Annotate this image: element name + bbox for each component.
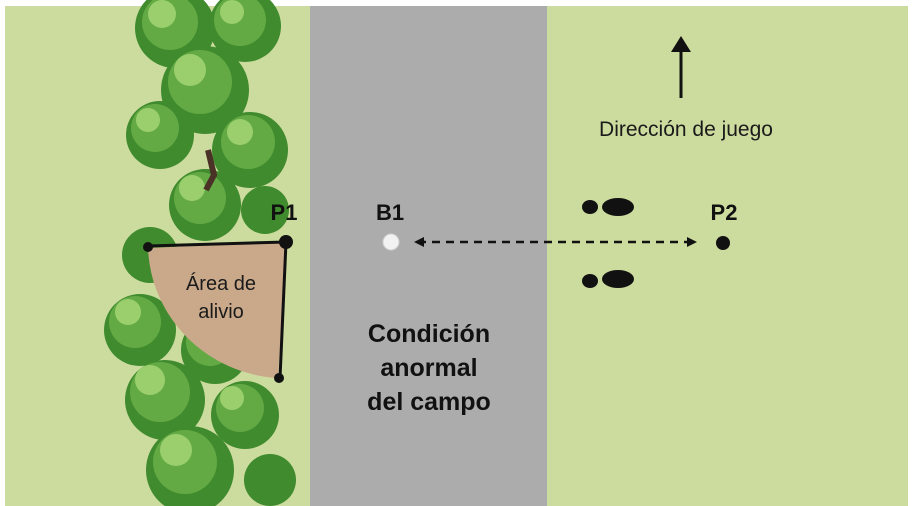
b1-label: B1 bbox=[376, 200, 404, 225]
relief-area-edge-top bbox=[147, 240, 287, 248]
condition-label-line2: anormal bbox=[380, 354, 477, 382]
p1-point bbox=[279, 235, 293, 249]
abnormal-condition-area bbox=[310, 6, 547, 506]
relief-area-edge-side bbox=[278, 241, 288, 379]
condition-label-line3: del campo bbox=[367, 388, 491, 416]
direction-label: Dirección de juego bbox=[599, 118, 773, 141]
golf-ball-icon bbox=[382, 233, 400, 251]
p1-label: P1 bbox=[271, 200, 298, 225]
relief-area-label-line1: Área de bbox=[186, 272, 256, 295]
condition-label-line1: Condición bbox=[368, 320, 490, 348]
relief-area-corner-left bbox=[143, 242, 153, 252]
relief-area-corner-bottom bbox=[274, 373, 284, 383]
grass-right bbox=[547, 6, 908, 506]
arrow-up-icon bbox=[671, 36, 691, 98]
p2-label: P2 bbox=[711, 200, 738, 225]
relief-area-label-line2: alivio bbox=[198, 301, 244, 323]
top-border bbox=[0, 0, 913, 6]
footprints-icon bbox=[582, 198, 634, 288]
relief-area bbox=[148, 242, 286, 378]
p2-point bbox=[716, 236, 730, 250]
